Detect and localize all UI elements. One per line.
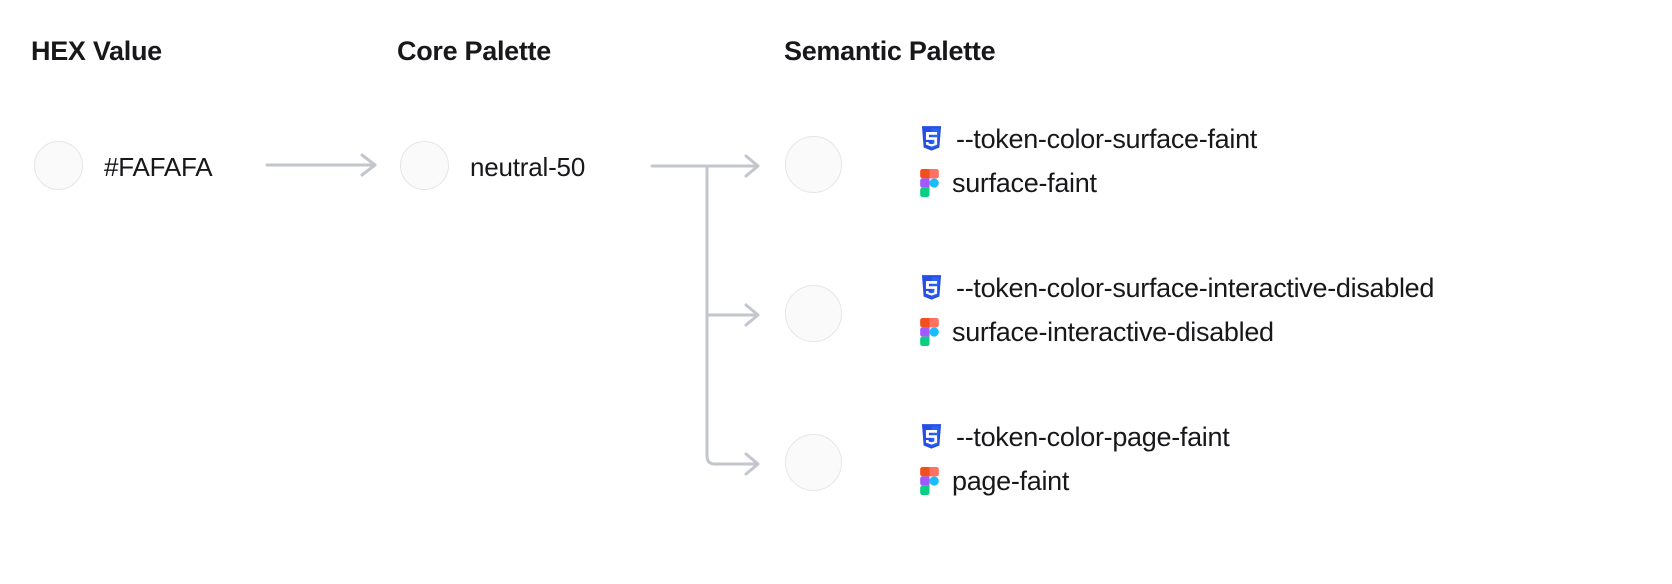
css-token-line-1[interactable]: --token-color-surface-interactive-disabl… <box>920 266 1434 310</box>
css3-icon <box>921 125 942 151</box>
figma-token-line-2[interactable]: page-faint <box>920 459 1229 503</box>
core-palette-label: neutral-50 <box>470 152 586 182</box>
figma-token-line-0[interactable]: surface-faint <box>920 161 1257 205</box>
figma-token-line-1[interactable]: surface-interactive-disabled <box>920 310 1434 354</box>
core-color-swatch[interactable] <box>400 141 449 190</box>
connector-hex-to-core <box>265 150 385 180</box>
css3-icon <box>921 274 942 300</box>
figma-icon <box>920 467 939 495</box>
css-token-label-2: --token-color-page-faint <box>956 421 1230 452</box>
css-token-label-0: --token-color-surface-faint <box>956 123 1258 154</box>
column-header-semantic-palette: Semantic Palette <box>784 36 996 66</box>
semantic-color-swatch-1[interactable] <box>785 285 842 342</box>
css3-icon <box>921 423 942 449</box>
figma-token-label-0: surface-faint <box>952 167 1097 198</box>
column-header-core-palette: Core Palette <box>397 36 551 66</box>
semantic-token-group-0: --token-color-surface-faint surface-fain… <box>920 117 1257 205</box>
hex-color-swatch[interactable] <box>34 141 83 190</box>
css-token-label-1: --token-color-surface-interactive-disabl… <box>956 272 1435 303</box>
figma-icon <box>920 318 939 346</box>
css-token-line-2[interactable]: --token-color-page-faint <box>920 415 1230 459</box>
column-header-hex-value: HEX Value <box>31 36 162 66</box>
connector-core-to-semantic-branches <box>650 130 780 500</box>
figma-token-label-2: page-faint <box>952 465 1070 496</box>
css-token-line-0[interactable]: --token-color-surface-faint <box>920 117 1257 161</box>
semantic-color-swatch-2[interactable] <box>785 434 842 491</box>
figma-token-label-1: surface-interactive-disabled <box>952 316 1274 347</box>
hex-value-label: #FAFAFA <box>104 152 213 182</box>
semantic-token-group-1: --token-color-surface-interactive-disabl… <box>920 266 1434 354</box>
figma-icon <box>920 169 939 197</box>
semantic-token-group-2: --token-color-page-faint page-faint <box>920 415 1230 503</box>
semantic-color-swatch-0[interactable] <box>785 136 842 193</box>
